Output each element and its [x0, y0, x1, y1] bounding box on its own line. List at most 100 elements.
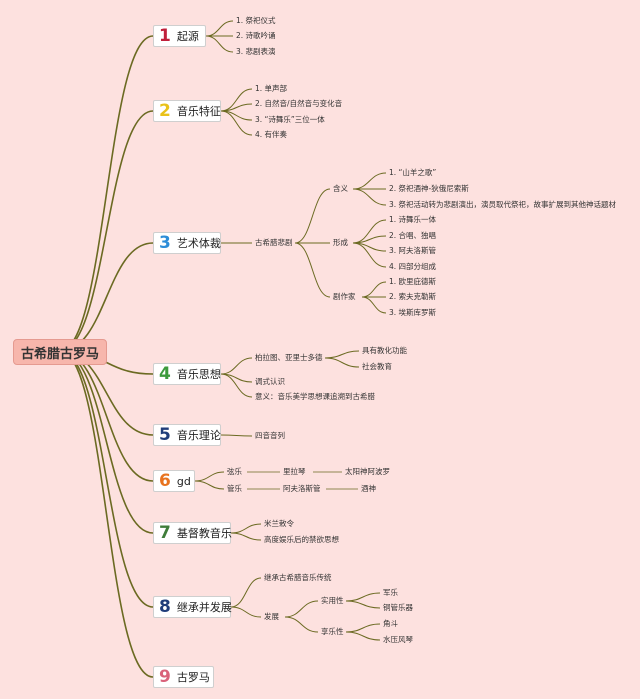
leaf-item: 3. 祭祀活动转为悲剧演出，演员取代祭祀，故事扩展到其他神话题材 — [389, 200, 617, 209]
branch-label: 起源 — [176, 30, 199, 43]
branch-number: 6 — [159, 470, 171, 491]
leaf-item: 2. 自然音/自然音与变化音 — [255, 99, 343, 108]
connector-curve — [59, 350, 154, 678]
branch-label: 音乐理论 — [176, 429, 221, 442]
connector-curve — [294, 242, 331, 298]
branch-label: 继承并发展 — [176, 601, 232, 614]
branch-inherit-develop[interactable]: 8 继承并发展 — [153, 596, 232, 618]
sub-topic: 实用性 — [321, 596, 344, 605]
sub-topic: 形成 — [333, 238, 348, 247]
branch-music-thought[interactable]: 4 音乐思想 — [153, 363, 221, 385]
connector-curve — [345, 592, 381, 602]
connector-curve — [59, 35, 154, 352]
branch-music-theory[interactable]: 5 音乐理论 — [153, 424, 221, 446]
branch-label: 基督教音乐 — [176, 527, 232, 540]
branch-label: 艺术体裁 — [176, 237, 221, 250]
connector-curve — [59, 242, 154, 352]
leaf-item: 具有教化功能 — [362, 346, 407, 355]
branch-origin[interactable]: 1 起源 — [153, 25, 206, 47]
connector-curve — [324, 350, 360, 359]
leaf-item: 社会教育 — [362, 362, 392, 371]
root-topic[interactable]: 古希腊古罗马 — [13, 339, 107, 365]
leaf-item: 角斗 — [383, 619, 398, 628]
connector-curve — [194, 480, 225, 490]
leaf-item: 军乐 — [383, 588, 398, 597]
leaf-item: 4. 有伴奏 — [255, 130, 288, 139]
branch-label: 音乐特征 — [176, 105, 221, 118]
connector-curve — [345, 623, 381, 633]
leaf-item: 调式认识 — [255, 377, 285, 386]
connector-curve — [220, 373, 253, 398]
leaf-item: 弦乐 — [227, 467, 242, 476]
connector-curve — [59, 350, 154, 482]
branch-number: 1 — [159, 25, 171, 46]
sub-topic: 古希腊悲剧 — [255, 238, 293, 247]
leaf-item: 管乐 — [227, 484, 242, 493]
branch-number: 2 — [159, 100, 171, 121]
leaf-item: 1. “山羊之歌” — [389, 168, 437, 177]
branch-number: 9 — [159, 666, 171, 687]
leaf-item: 阿夫洛斯管 — [283, 484, 321, 493]
connector-curve — [284, 616, 319, 633]
connector-curve — [220, 110, 253, 136]
sub-topic: 享乐性 — [321, 627, 344, 636]
leaf-item: 2. 索夫克勒斯 — [389, 292, 437, 301]
connector-curve — [205, 20, 234, 37]
connector-curve — [352, 188, 387, 206]
branch-number: 8 — [159, 596, 171, 617]
leaf-item: 4. 四部分组成 — [389, 262, 437, 271]
leaf-item: 3. 悲剧表演 — [236, 47, 276, 56]
leaf-item: 酒神 — [361, 484, 376, 493]
sub-topic: 柏拉图、亚里士多德 — [255, 353, 323, 362]
connector-curve — [361, 296, 387, 314]
leaf-item: 2. 祭祀酒神-狄俄尼索斯 — [389, 184, 469, 193]
leaf-item: 里拉琴 — [283, 467, 306, 476]
connector-curve — [194, 471, 225, 482]
connector-curve — [294, 188, 331, 244]
leaf-item: 太阳神阿波罗 — [345, 467, 390, 476]
connector-curve — [352, 242, 387, 268]
leaf-item: 四音音列 — [255, 431, 285, 440]
branch-ancient-rome[interactable]: 9 古罗马 — [153, 666, 214, 688]
sub-topic: 剧作家 — [333, 292, 356, 301]
leaf-item: 米兰敕令 — [264, 519, 294, 528]
connector-curve — [220, 357, 253, 375]
leaf-item: 2. 诗歌吟诵 — [236, 31, 276, 40]
sub-topic: 含义 — [333, 184, 348, 193]
root-label: 古希腊古罗马 — [20, 346, 99, 362]
leaf-item: 3. 阿夫洛斯管 — [389, 246, 437, 255]
leaf-item: 水压风琴 — [383, 635, 413, 644]
branch-number: 3 — [159, 232, 171, 253]
branch-number: 5 — [159, 424, 171, 445]
leaf-item: 意义：音乐美学思想课追溯到古希腊 — [255, 392, 375, 401]
connector-curve — [59, 350, 154, 608]
leaf-item: 铜管乐器 — [383, 603, 413, 612]
connector-curve — [230, 606, 262, 618]
branch-label: gd — [176, 474, 191, 488]
branch-music-features[interactable]: 2 音乐特征 — [153, 100, 221, 122]
connector-curve — [324, 357, 360, 368]
branch-number: 4 — [159, 363, 171, 384]
branch-christian-music[interactable]: 7 基督教音乐 — [153, 522, 232, 544]
branch-label: 古罗马 — [176, 671, 210, 684]
connector-curve — [59, 110, 154, 352]
connector-curve — [345, 600, 381, 609]
sub-topic: 发展 — [264, 612, 279, 621]
leaf-item: 1. 单声部 — [255, 84, 288, 93]
connector-curve — [361, 281, 387, 298]
branch-number: 7 — [159, 522, 171, 543]
leaf-item: 继承古希腊音乐传统 — [264, 573, 332, 582]
branch-label: 音乐思想 — [176, 368, 221, 381]
branch-art-genre[interactable]: 3 艺术体裁 — [153, 232, 221, 254]
connector-curve — [230, 523, 262, 534]
connector-curve — [220, 434, 253, 437]
connector-curve — [352, 172, 387, 190]
leaf-item: 高度娱乐后的禁欲思想 — [264, 535, 339, 544]
connector-curve — [230, 577, 262, 608]
connector-curve — [230, 532, 262, 541]
leaf-item: 1. 诗舞乐一体 — [389, 215, 437, 224]
branch-gd[interactable]: 6 gd — [153, 470, 195, 492]
connector-curve — [284, 600, 319, 618]
leaf-item: 2. 合唱、独唱 — [389, 231, 437, 240]
leaf-item: 3. 埃斯库罗斯 — [389, 308, 437, 317]
